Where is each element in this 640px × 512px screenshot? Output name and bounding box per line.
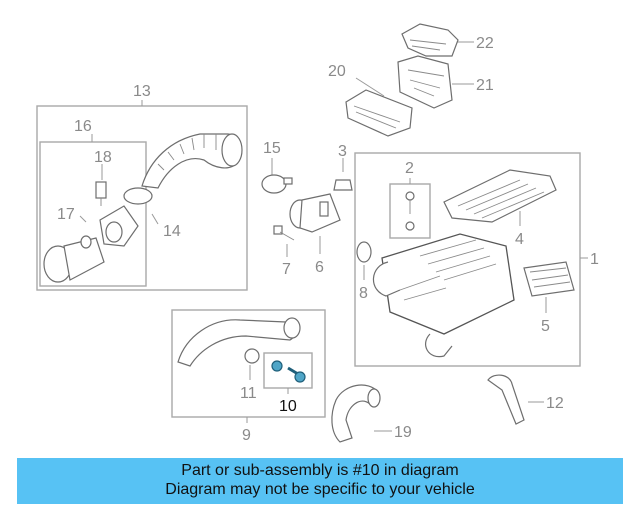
callout-13[interactable]: 13 <box>133 83 151 100</box>
part-2-bolt <box>405 191 415 231</box>
part-22-cover <box>401 23 459 57</box>
part-5-filter-element <box>523 261 575 297</box>
group-box-9 <box>171 309 326 418</box>
callout-16[interactable]: 16 <box>74 118 92 135</box>
part-14-clamp <box>123 187 153 205</box>
callout-6[interactable]: 6 <box>315 259 324 276</box>
part-17-maf-housing <box>43 235 105 283</box>
part-1-air-cleaner <box>372 233 515 358</box>
part-21-intake-duct <box>397 55 453 109</box>
part-7-bolt <box>273 225 295 241</box>
part-19-hose <box>331 384 381 443</box>
part-6-maf-sensor <box>289 193 341 233</box>
callout-22[interactable]: 22 <box>476 35 494 52</box>
part-16-duct-adapter <box>99 205 139 247</box>
banner-line-2: Diagram may not be specific to your vehi… <box>165 481 475 498</box>
callout-19[interactable]: 19 <box>394 424 412 441</box>
part-4-filter-lid <box>443 169 557 223</box>
callout-5[interactable]: 5 <box>541 318 550 335</box>
part-18-sensor <box>95 181 107 206</box>
part-3-grommet <box>333 179 353 191</box>
callout-11[interactable]: 11 <box>240 385 257 402</box>
leader-lines <box>79 41 588 432</box>
group-box-1 <box>354 152 581 367</box>
callout-9[interactable]: 9 <box>242 427 251 444</box>
group-box-10 <box>263 352 313 389</box>
part-20-inlet-scoop <box>345 89 413 137</box>
part-9-breather-hose <box>177 317 301 367</box>
part-15-hose-clamp <box>261 174 293 194</box>
callout-15[interactable]: 15 <box>263 140 281 157</box>
banner-line-1: Part or sub-assembly is #10 in diagram <box>181 462 459 479</box>
part-10-bolt[interactable] <box>271 360 306 383</box>
callout-4[interactable]: 4 <box>515 231 524 248</box>
callout-14[interactable]: 14 <box>163 223 181 240</box>
callout-3[interactable]: 3 <box>338 143 347 160</box>
info-banner: Part or sub-assembly is #10 in diagram D… <box>17 458 623 504</box>
callout-8[interactable]: 8 <box>359 285 368 302</box>
group-box-16 <box>39 141 147 287</box>
part-13-intake-hose <box>141 133 243 189</box>
callout-10[interactable]: 10 <box>279 398 297 415</box>
callout-2[interactable]: 2 <box>405 160 414 177</box>
callout-21[interactable]: 21 <box>476 77 494 94</box>
callout-1[interactable]: 1 <box>590 251 599 268</box>
callout-12[interactable]: 12 <box>546 395 564 412</box>
part-12-hose <box>487 374 525 425</box>
callout-7[interactable]: 7 <box>282 261 291 278</box>
part-8-seal <box>356 241 372 263</box>
part-11-grommet <box>244 348 260 364</box>
callout-20[interactable]: 20 <box>328 63 346 80</box>
callout-18[interactable]: 18 <box>94 149 112 166</box>
callout-17[interactable]: 17 <box>57 206 75 223</box>
